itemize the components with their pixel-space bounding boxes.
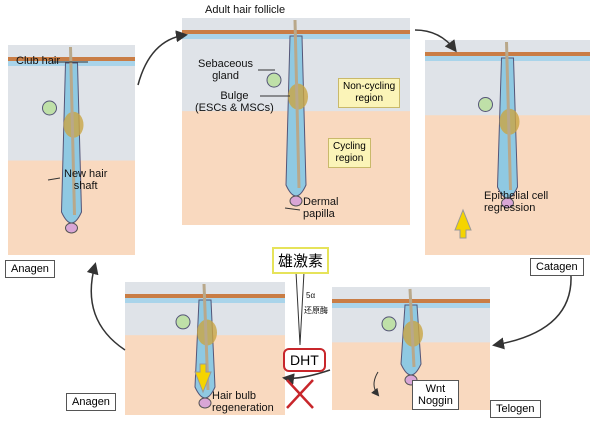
label-bulge: Bulge (ESCs & MSCs) [195, 90, 274, 114]
panel-adult-follicle [182, 18, 410, 225]
panel-anagen-top [8, 45, 135, 255]
arrow-catagen-to-telogen [492, 264, 572, 350]
androgen-box: 雄激素 [272, 247, 330, 274]
arrow-adult-to-catagen [414, 29, 457, 53]
stage-anagen-top: Anagen [5, 260, 55, 278]
stage-anagen-bottom: Anagen [66, 393, 116, 411]
panel-anagen-bottom [125, 282, 285, 415]
label-club-hair: Club hair [16, 55, 61, 67]
panel-catagen [425, 40, 590, 255]
dht-block-cross [286, 379, 314, 409]
yellow-arrow-up [454, 208, 472, 239]
label-sebaceous-gland: Sebaceous gland [198, 58, 254, 82]
label-hair-bulb-regeneration: Hair bulb regeneration [212, 390, 274, 414]
enzyme-arrow [295, 271, 305, 346]
title: Adult hair follicle [205, 4, 286, 16]
stage-catagen: Catagen [530, 258, 584, 276]
label-wnt-noggin: Wnt Noggin [412, 380, 459, 410]
panel-telogen [332, 287, 490, 410]
stage-telogen: Telogen [490, 400, 541, 418]
label-cycling-region: Cycling region [328, 138, 371, 168]
enzyme-reductase: 还原酶 [304, 306, 328, 315]
label-new-hair-shaft: New hair shaft [64, 168, 108, 192]
label-non-cycling-region: Non-cycling region [338, 78, 401, 108]
enzyme-5a: 5α [306, 291, 316, 300]
label-dermal-papilla: Dermal papilla [303, 196, 339, 220]
arrow-anagen-to-adult [137, 30, 188, 86]
arrow-anagen-to-top [86, 262, 126, 351]
dht-box: DHT [283, 348, 326, 372]
yellow-arrow-down [194, 363, 212, 394]
cycle-arrows [86, 29, 572, 386]
label-epithelial-regression: Epithelial cell regression [484, 190, 549, 214]
arrow-telogen-to-anagen [282, 369, 331, 386]
